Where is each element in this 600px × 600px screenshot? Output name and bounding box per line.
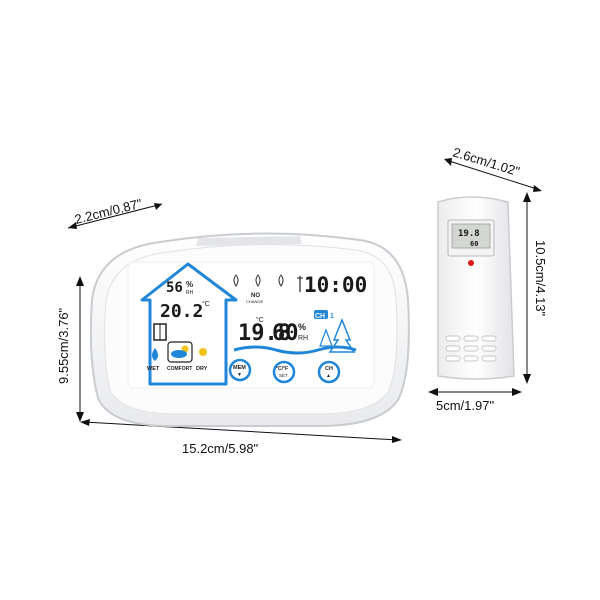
channel-button[interactable]: CH ▲ — [317, 360, 341, 384]
remote-sensor-unit: 19.8 60 — [437, 196, 515, 380]
indoor-humidity: 56 — [166, 280, 183, 296]
mem-button-arrow: ▼ — [237, 372, 242, 378]
water-drop-icon — [152, 348, 158, 361]
sensor-height-label: 10.5cm/4.13" — [533, 240, 548, 317]
dimension-main-depth: 2.2cm/0.87" — [67, 196, 163, 229]
mem-button[interactable]: MEM ▼ — [228, 358, 252, 382]
sensor-temperature: 19.8 — [458, 229, 480, 239]
dimension-main-width: 15.2cm/5.98" — [80, 419, 402, 456]
wave-line — [233, 345, 357, 355]
comfort-label-comfort: COMFORT — [167, 366, 192, 372]
comfort-cloud-icon — [167, 341, 193, 363]
outdoor-temp-unit: °C — [256, 316, 264, 324]
sensor-width-label: 5cm/1.97" — [436, 398, 494, 413]
indoor-temperature: 20.2 — [160, 301, 203, 322]
indoor-temp-unit: °C — [202, 300, 210, 308]
unit-set-button[interactable]: °C/°F SET — [272, 360, 296, 384]
dimension-sensor-width: 5cm/1.97" — [428, 388, 522, 413]
dimension-sensor-depth: 2.6cm/1.02" — [444, 145, 542, 192]
comfort-label-wet: WET — [147, 366, 160, 372]
set-button-label: SET — [279, 373, 288, 378]
dimension-main-height: 9.55cm/3.76" — [56, 276, 84, 422]
indoor-humidity-sub: RH — [186, 290, 194, 296]
channel-button-arrow: ▲ — [326, 373, 331, 379]
lcd-screen: 56 % RH 20.2 °C WET COMFORT — [127, 261, 375, 389]
trend-label-change: CHANGE — [246, 299, 263, 304]
sensor-led-indicator — [468, 260, 474, 266]
trend-icons — [233, 274, 284, 287]
indoor-house-outline — [140, 262, 238, 386]
outdoor-humidity-unit: % — [298, 322, 306, 332]
unit-button-label: °C/°F — [276, 366, 288, 372]
main-width-label: 15.2cm/5.98" — [182, 441, 259, 456]
weather-station-main-unit: 56 % RH 20.2 °C WET COMFORT — [89, 232, 410, 427]
channel-number: 1 — [330, 313, 334, 320]
channel-button-label: CH — [325, 366, 333, 372]
channel-label: CH — [315, 313, 325, 320]
outdoor-humidity: 60 — [272, 321, 299, 346]
sensor-humidity: 60 — [470, 240, 478, 248]
sensor-vent-slots — [445, 335, 497, 362]
clock-display: 10:00 — [304, 273, 367, 297]
sun-icon — [199, 348, 207, 356]
outdoor-temperature: 19.8 — [238, 321, 291, 346]
comfort-label-dry: DRY — [196, 366, 208, 372]
outdoor-humidity-sub: RH — [298, 335, 308, 342]
main-depth-label: 2.2cm/0.87" — [73, 196, 144, 227]
main-height-label: 9.55cm/3.76" — [56, 307, 71, 384]
sensor-depth-label: 2.6cm/1.02" — [451, 145, 522, 180]
sensor-lcd — [451, 223, 491, 249]
indoor-humidity-unit: % — [186, 280, 193, 289]
radio-signal-icon — [297, 276, 303, 292]
dimension-sensor-height: 10.5cm/4.13" — [523, 192, 548, 384]
window-icon — [153, 323, 167, 341]
trend-label-no: NO — [251, 293, 260, 299]
tree-icon — [319, 317, 356, 353]
mem-button-label: MEM — [233, 365, 246, 371]
